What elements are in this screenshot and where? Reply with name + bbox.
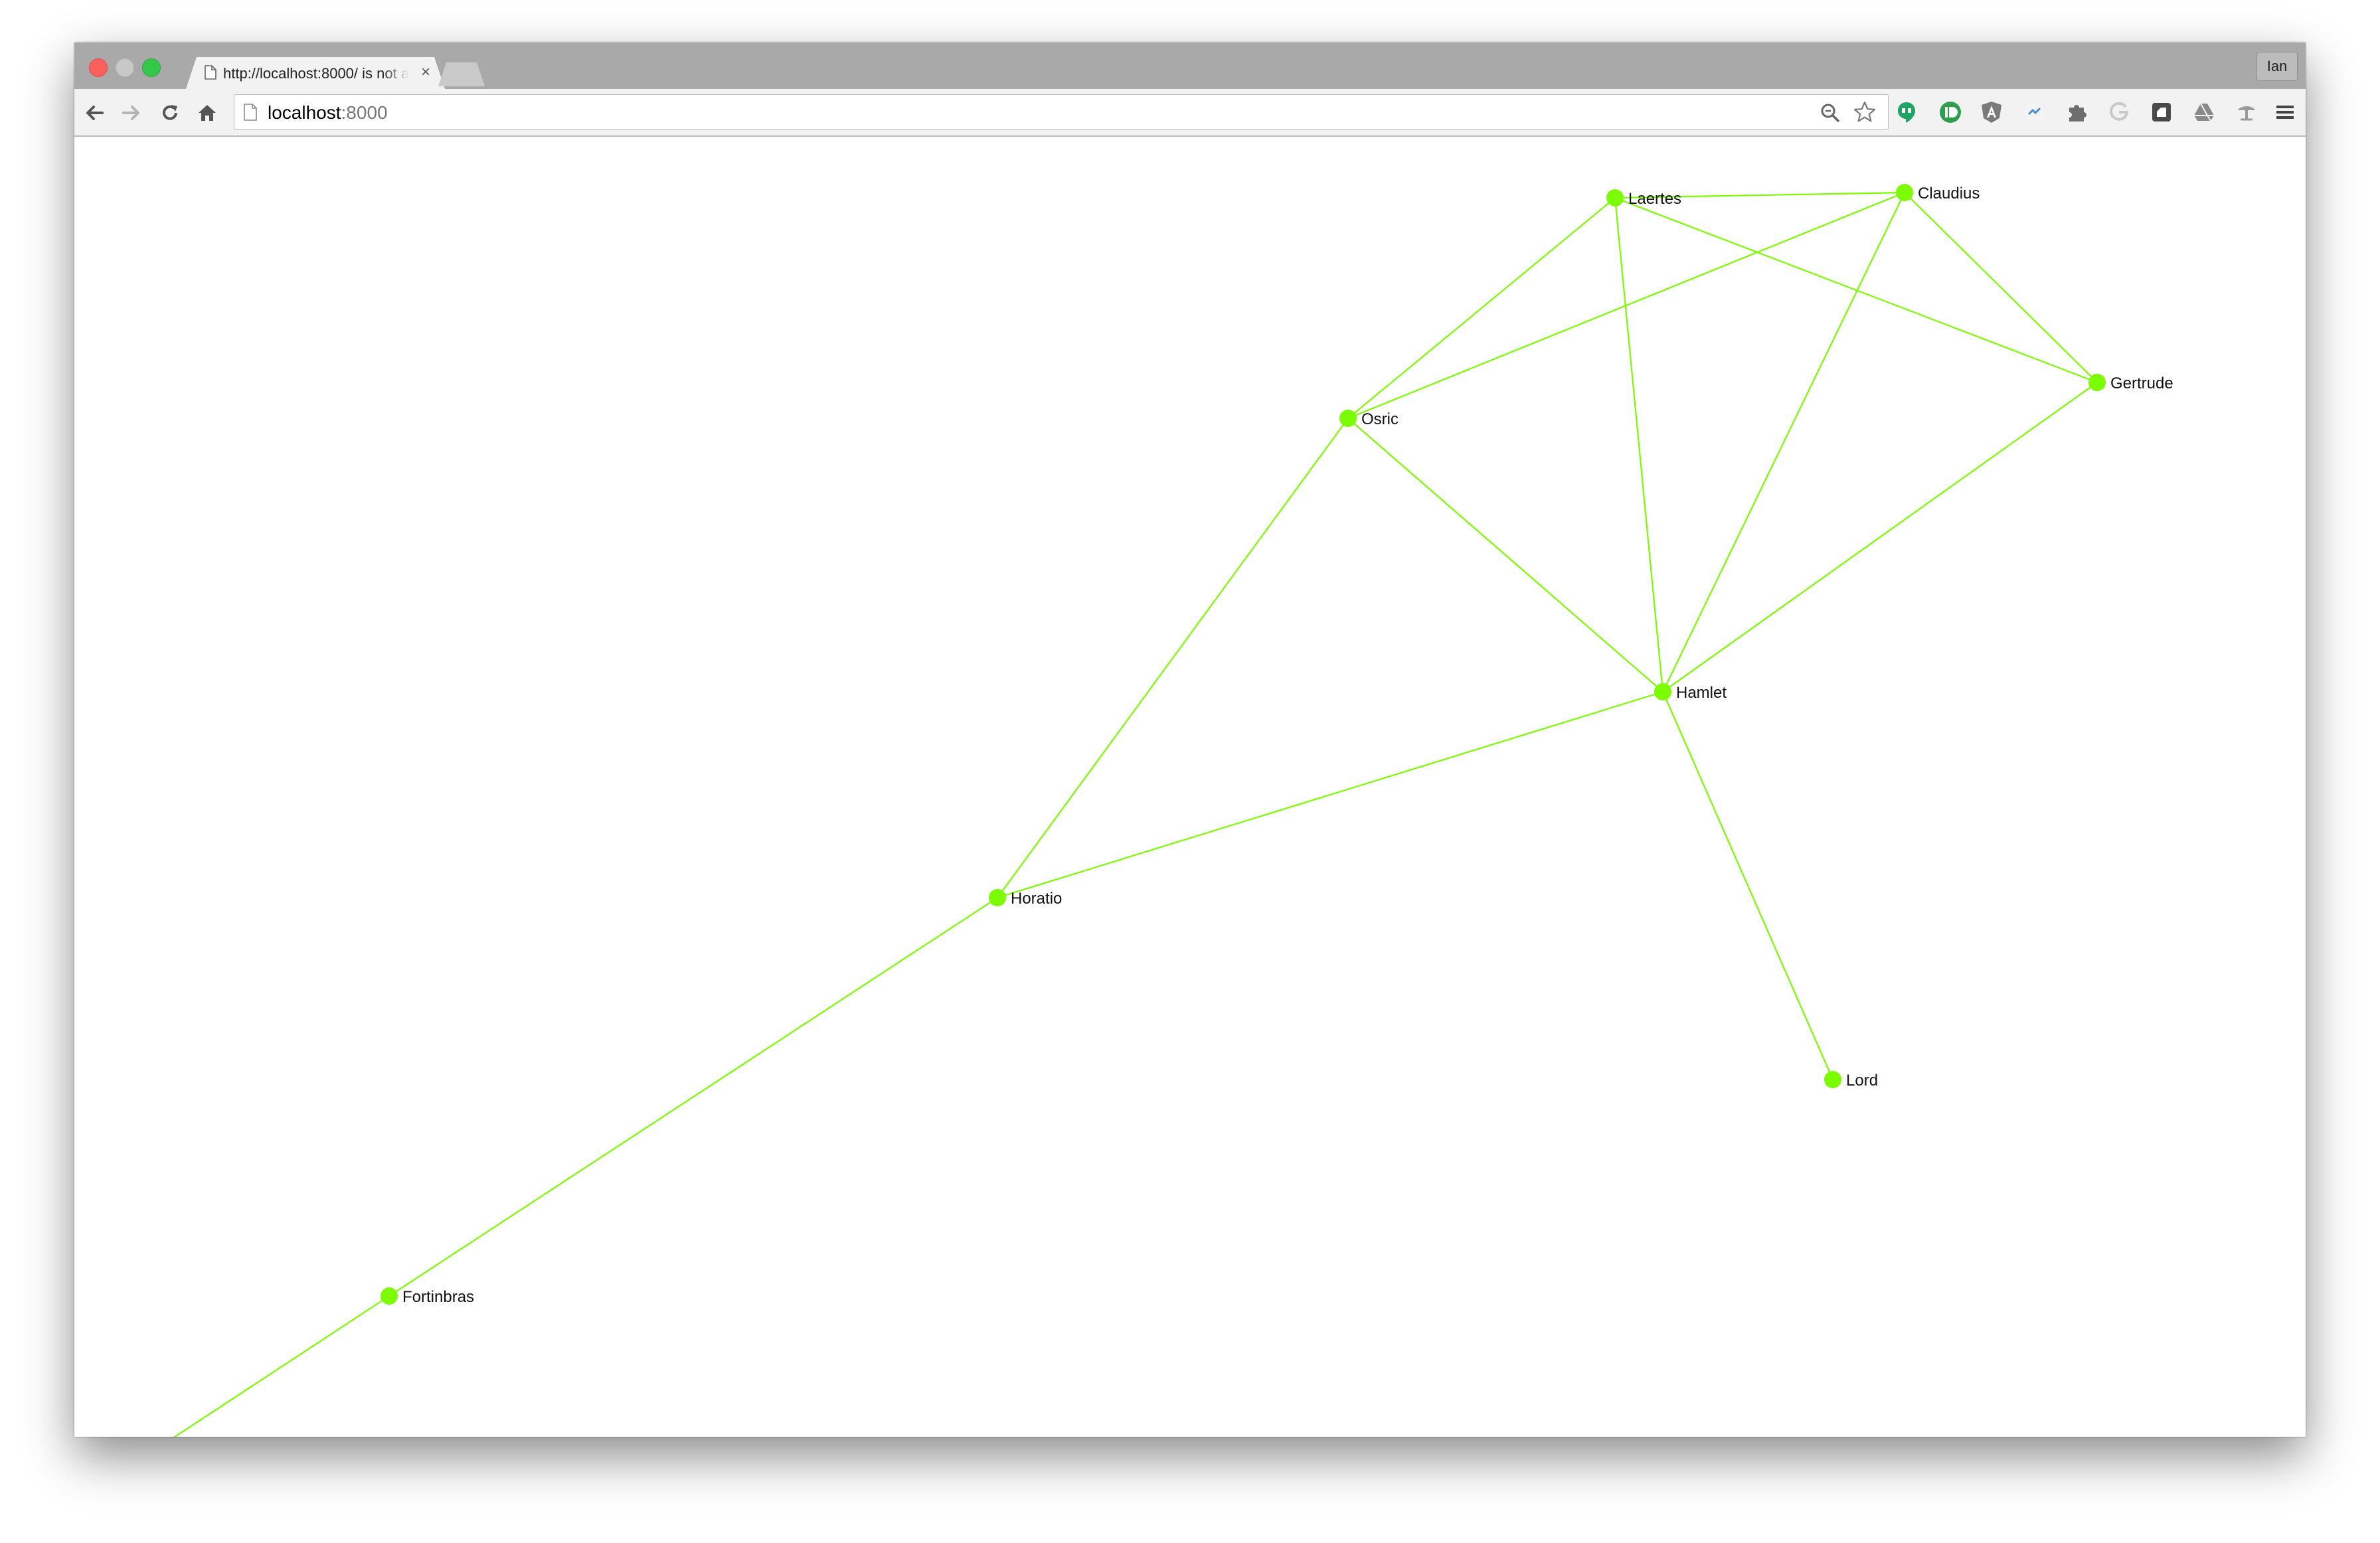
angular-icon[interactable] [1980, 101, 2003, 123]
hamburger-menu-icon [2276, 106, 2294, 119]
page-icon [244, 104, 257, 121]
node-dot[interactable] [1824, 1071, 1841, 1088]
graph-edge-horatio-fortinbras [388, 897, 998, 1297]
graph-edge-osric-hamlet [1347, 418, 1663, 692]
browser-window: http://localhost:8000/ is not available … [74, 42, 2306, 1437]
graph-node-hamlet[interactable]: Hamlet [1654, 683, 1727, 702]
zoom-magnifier-icon[interactable] [1820, 103, 1840, 123]
reload-icon [163, 105, 177, 120]
node-label: Gertrude [2110, 374, 2173, 392]
new-tab-button[interactable] [438, 62, 485, 86]
tab-active[interactable]: http://localhost:8000/ is not available … [186, 57, 445, 89]
graph-edge-claudius-gertrude [1904, 192, 2098, 383]
node-label: Lord [1846, 1072, 1878, 1090]
node-label: Fortinbras [402, 1288, 474, 1306]
graph-edge-laertes-claudius [1614, 191, 1905, 199]
address-bar[interactable]: localhost:8000 [234, 94, 1889, 130]
address-url: localhost:8000 [268, 103, 388, 123]
graph-node-fortinbras[interactable]: Fortinbras [381, 1287, 474, 1306]
forward-button[interactable] [121, 102, 142, 123]
graph-nodes: Laertes ClaudiusGertrudeOsricHamletHorati… [381, 184, 2173, 1306]
forward-arrow-icon [122, 106, 139, 120]
home-button[interactable] [197, 102, 218, 123]
home-icon [199, 105, 216, 121]
graph-edge-fortinbras-ambassador [173, 1295, 390, 1437]
graph-edge-laertes-osric [1347, 197, 1616, 419]
url-host: localhost [268, 102, 341, 123]
graph-node-horatio[interactable]: Horatio [989, 889, 1062, 908]
back-arrow-icon [86, 106, 104, 120]
chrome-menu-button[interactable] [2274, 101, 2296, 123]
page-icon [205, 65, 216, 80]
force-graph[interactable]: Laertes ClaudiusGertrudeOsricHamletHorati… [74, 137, 2306, 1437]
node-dot[interactable] [1339, 410, 1357, 427]
graph-edge-gertrude-hamlet [1662, 382, 2098, 692]
graph-edges [173, 191, 2098, 1437]
google-icon[interactable] [2108, 101, 2130, 123]
tab-strip: http://localhost:8000/ is not available … [74, 42, 2306, 89]
graph-node-claudius[interactable]: Claudius [1896, 184, 1980, 203]
graph-edge-hamlet-horatio [997, 690, 1663, 899]
profile-button[interactable]: Ian [2256, 52, 2298, 81]
hangouts-icon[interactable] [1895, 101, 1918, 123]
bookmark-star-icon[interactable] [1853, 101, 1876, 123]
tab-close-icon[interactable]: × [420, 63, 430, 81]
reload-button[interactable] [159, 102, 181, 123]
graph-node-osric[interactable]: Osric [1339, 410, 1399, 428]
graph-edge-claudius-hamlet [1662, 192, 1905, 692]
node-dot[interactable] [381, 1287, 398, 1305]
unknown-extension-icon[interactable] [2235, 101, 2258, 123]
url-port: :8000 [341, 102, 388, 123]
browser-toolbar: localhost:8000 [74, 89, 2306, 137]
pushbullet-icon[interactable] [1939, 101, 1962, 123]
node-dot[interactable] [1896, 184, 1913, 201]
graph-edge-laertes-gertrude [1614, 197, 2098, 384]
close-window-button[interactable] [89, 58, 108, 77]
minimize-window-button[interactable] [116, 58, 134, 77]
node-label: Laertes [1628, 190, 1681, 208]
back-button[interactable] [84, 102, 105, 123]
graph-edge-osric-horatio [997, 418, 1349, 898]
node-dot[interactable] [2088, 374, 2106, 391]
graph-node-lord[interactable]: Lord [1824, 1071, 1878, 1090]
zoom-window-button[interactable] [142, 58, 161, 77]
graph-node-laertes[interactable]: Laertes [1606, 189, 1681, 208]
graph-edge-hamlet-lord [1661, 691, 1834, 1080]
node-dot[interactable] [1606, 189, 1624, 206]
graph-node-gertrude[interactable]: Gertrude [2088, 374, 2173, 392]
graph-edge-claudius-osric [1347, 191, 1905, 420]
node-label: Claudius [1918, 185, 1980, 203]
node-dot[interactable] [989, 889, 1006, 906]
evernote-icon[interactable] [2150, 101, 2173, 123]
puzzle-icon[interactable] [2065, 101, 2088, 123]
graph-edge-laertes-hamlet [1614, 197, 1664, 692]
tab-title: http://localhost:8000/ is not available [223, 65, 409, 82]
node-label: Osric [1361, 410, 1399, 428]
quick-javascript-icon[interactable] [2023, 101, 2045, 123]
node-label: Horatio [1011, 890, 1062, 908]
node-label: Hamlet [1676, 684, 1727, 702]
google-drive-icon[interactable] [2193, 101, 2215, 123]
node-dot[interactable] [1654, 683, 1671, 700]
